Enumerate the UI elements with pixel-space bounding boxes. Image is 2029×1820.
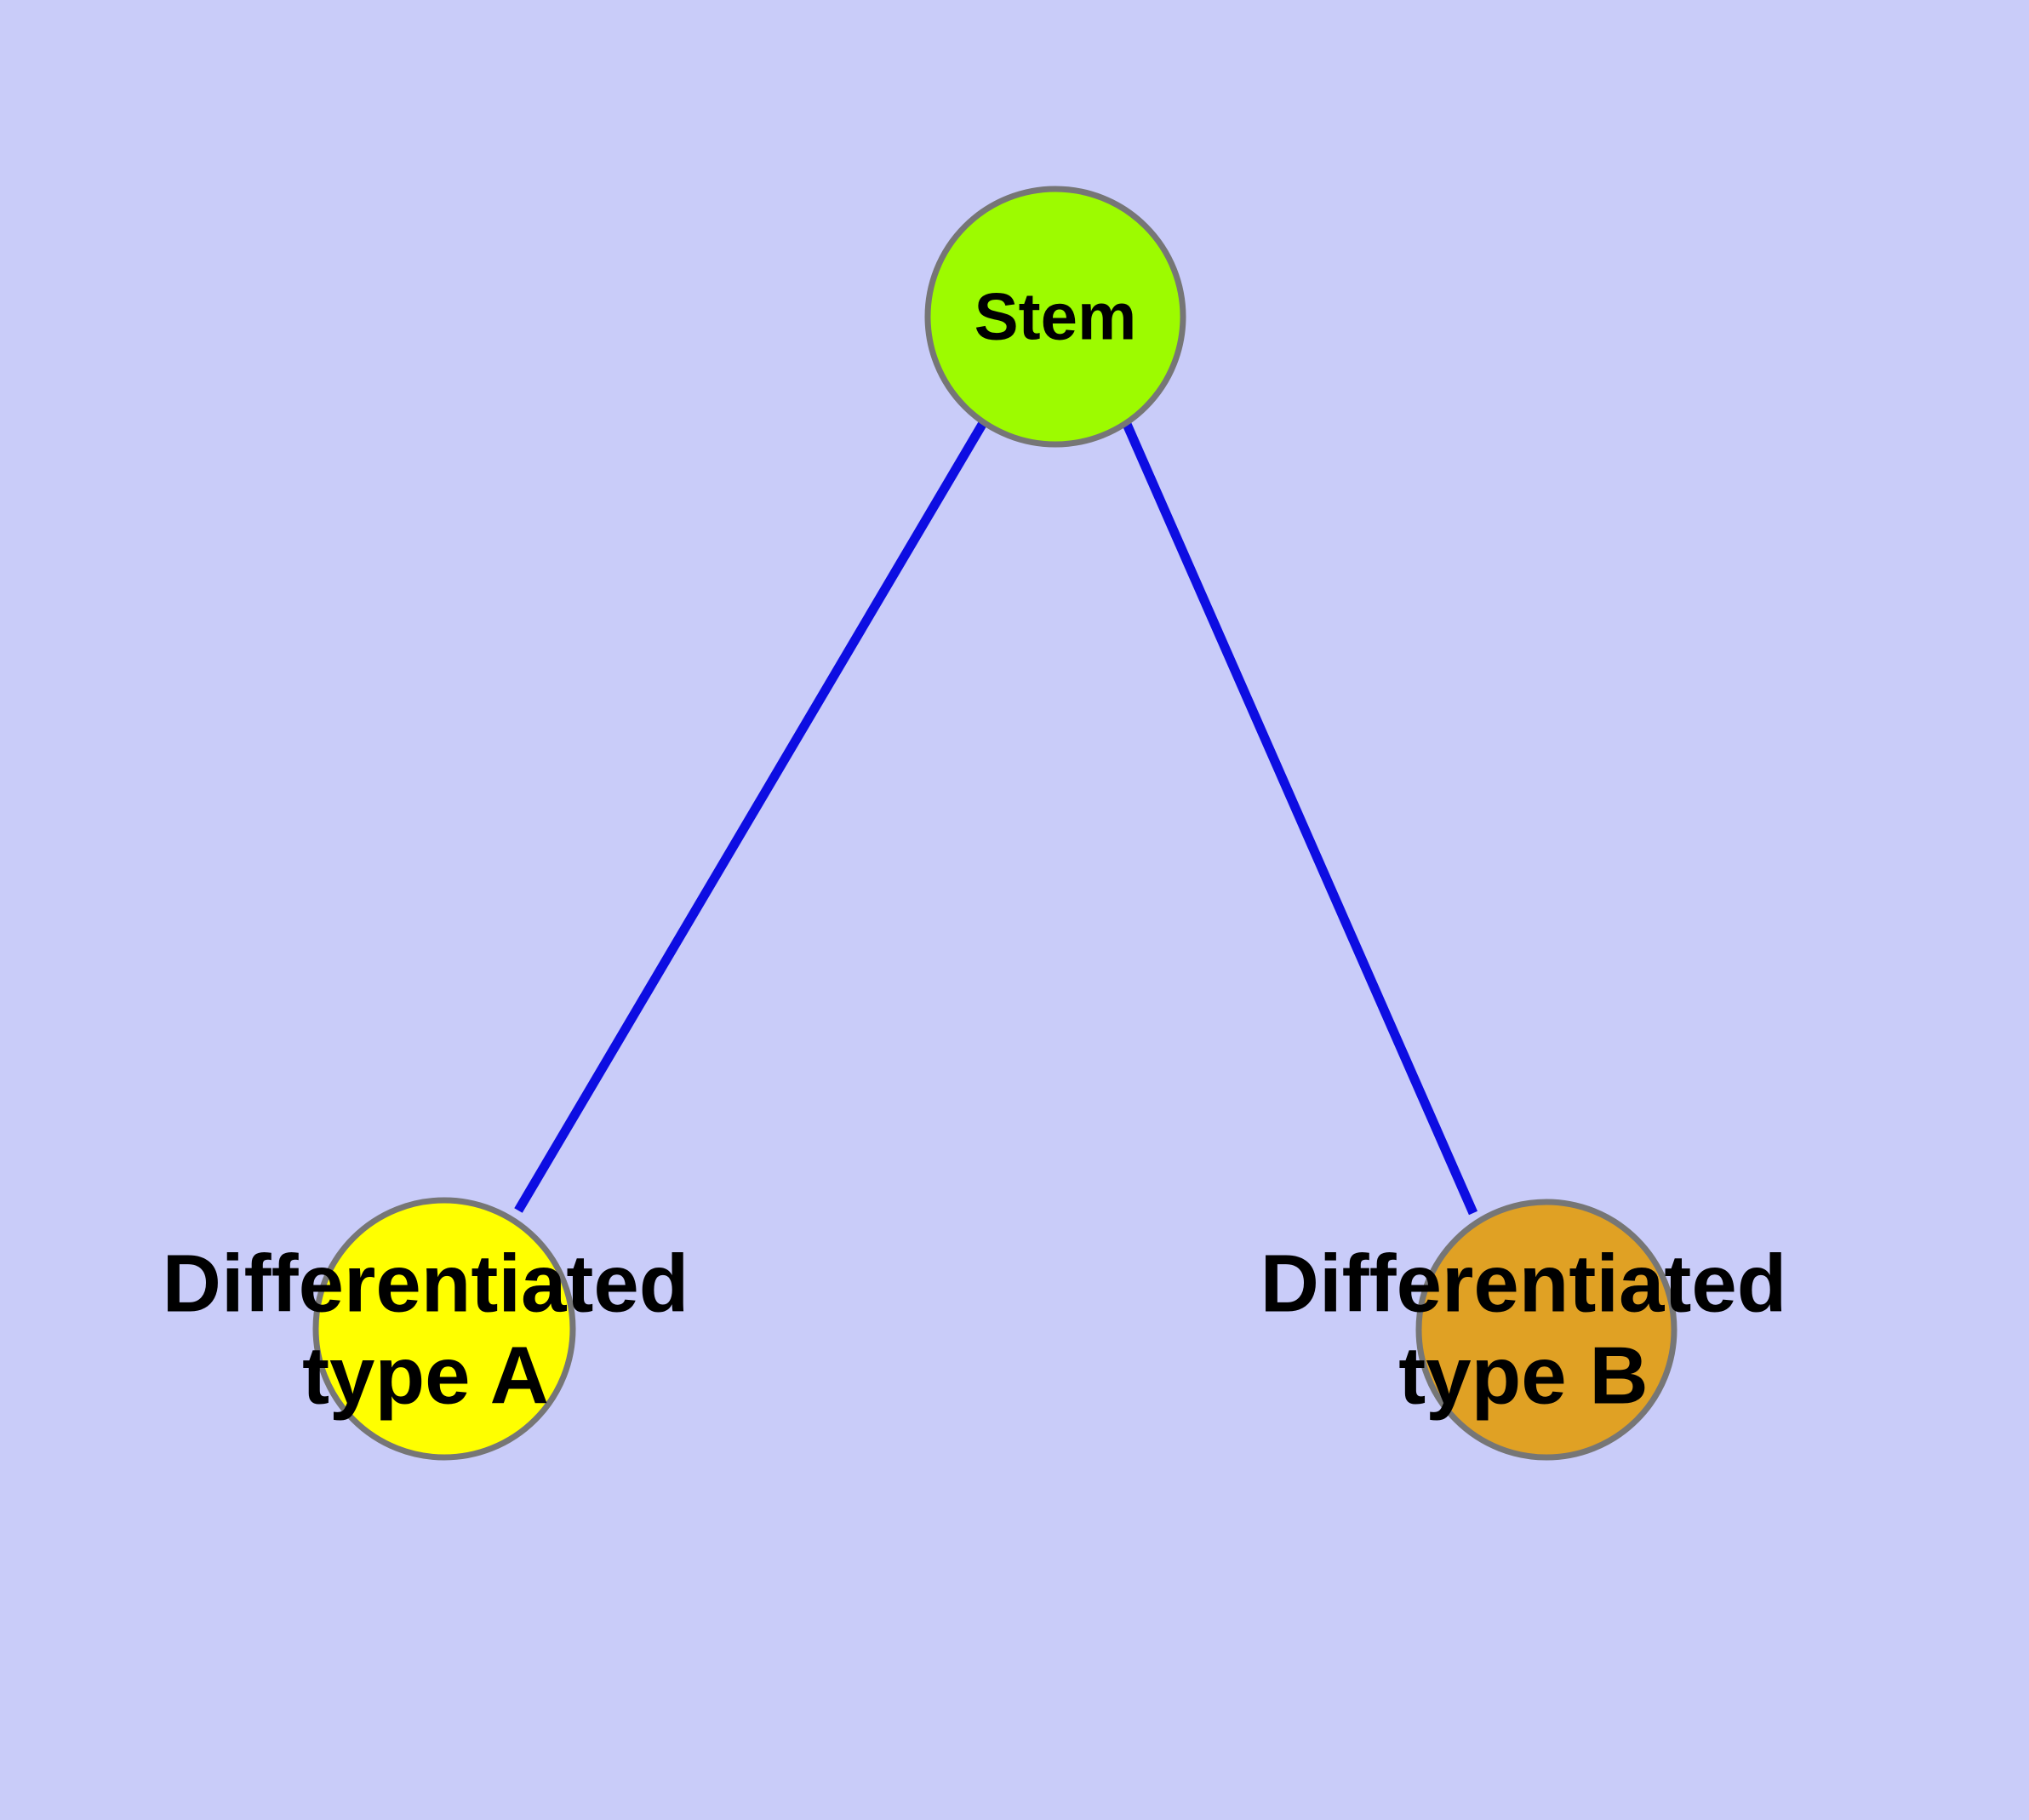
node-layer [312, 186, 1677, 1461]
edge-stem-to-differentiated-type-a[interactable] [514, 421, 987, 1213]
edge-layer [514, 420, 1478, 1216]
node-differentiated-type-a[interactable] [312, 1197, 576, 1461]
edge-stem-to-differentiated-type-b[interactable] [1121, 420, 1478, 1216]
node-stem[interactable] [924, 186, 1186, 448]
node-differentiated-type-b[interactable] [1415, 1199, 1677, 1461]
